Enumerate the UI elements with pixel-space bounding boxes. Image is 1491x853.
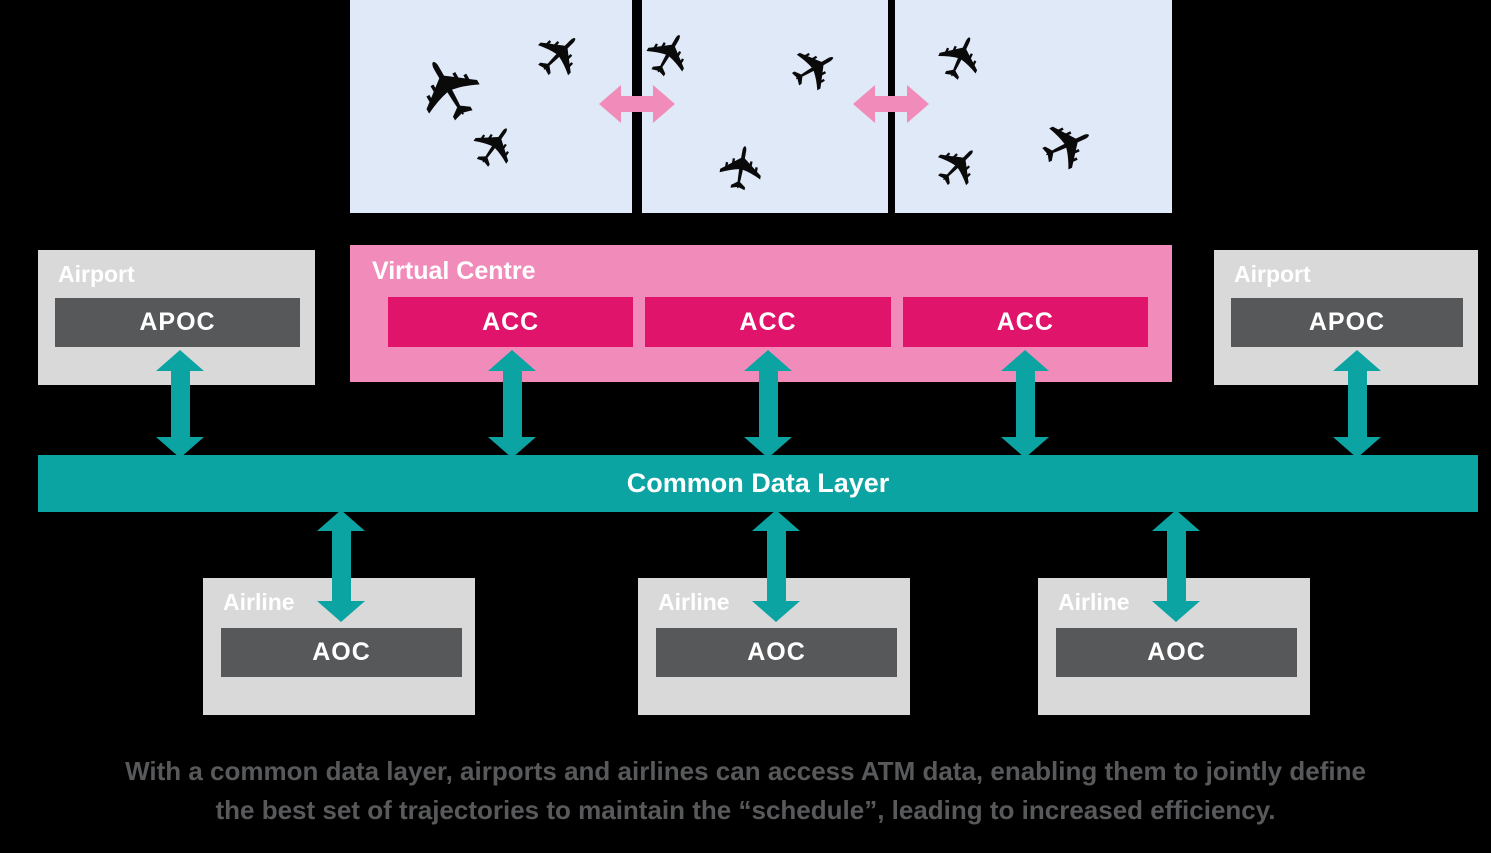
arrow-head-left — [853, 85, 875, 123]
data-link-arrow-icon — [752, 510, 800, 622]
airspace-sector-3 — [895, 0, 1172, 213]
plane-icon: ✈ — [705, 137, 781, 199]
arrow-head-up — [1001, 350, 1049, 371]
arrow-head-up — [1152, 510, 1200, 531]
airport-box-left: Airport APOC — [38, 250, 315, 385]
common-data-layer-bar: Common Data Layer — [38, 455, 1478, 512]
virtual-centre-box: Virtual Centre ACC ACC ACC — [350, 245, 1172, 382]
arrow-shaft — [502, 371, 522, 437]
arrow-shaft — [766, 531, 786, 601]
acc-box: ACC — [902, 297, 1148, 347]
arrow-shaft — [170, 371, 190, 437]
data-link-arrow-icon — [744, 350, 792, 458]
arrow-head-right — [907, 85, 929, 123]
aoc-box: AOC — [656, 628, 897, 677]
arrow-shaft — [621, 96, 653, 112]
data-link-arrow-icon — [156, 350, 204, 458]
arrow-shaft — [1347, 371, 1367, 437]
arrow-head-up — [744, 350, 792, 371]
arrow-head-right — [653, 85, 675, 123]
aoc-box: AOC — [221, 628, 462, 677]
airspace-sector-1 — [350, 0, 632, 213]
airport-box-right: Airport APOC — [1214, 250, 1478, 385]
arrow-shaft — [758, 371, 778, 437]
virtual-centre-title: Virtual Centre — [372, 257, 536, 285]
arrow-head-down — [1333, 437, 1381, 458]
arrow-head-down — [1152, 601, 1200, 622]
arrow-shaft — [331, 531, 351, 601]
sector-exchange-arrow-icon — [853, 85, 929, 123]
arrow-head-down — [488, 437, 536, 458]
sector-exchange-arrow-icon — [599, 85, 675, 123]
apoc-box: APOC — [55, 298, 300, 347]
caption-line-2: the best set of trajectories to maintain… — [215, 795, 1276, 825]
arrow-head-down — [317, 601, 365, 622]
airline-title: Airline — [223, 589, 295, 615]
arrow-head-up — [317, 510, 365, 531]
arrow-head-down — [752, 601, 800, 622]
data-link-arrow-icon — [317, 510, 365, 622]
arrow-head-down — [1001, 437, 1049, 458]
arrow-head-down — [156, 437, 204, 458]
acc-box: ACC — [645, 297, 891, 347]
arrow-head-up — [1333, 350, 1381, 371]
arrow-head-up — [488, 350, 536, 371]
airline-title: Airline — [658, 589, 730, 615]
acc-row: ACC ACC ACC — [388, 297, 1148, 347]
airspace-sector-2 — [642, 0, 888, 213]
airline-title: Airline — [1058, 589, 1130, 615]
aoc-box: AOC — [1056, 628, 1297, 677]
arrow-shaft — [1015, 371, 1035, 437]
arrow-head-up — [752, 510, 800, 531]
arrow-head-down — [744, 437, 792, 458]
apoc-box: APOC — [1231, 298, 1463, 347]
airline-box-2: Airline AOC — [638, 578, 910, 715]
arrow-head-left — [599, 85, 621, 123]
arrow-shaft — [875, 96, 907, 112]
data-link-arrow-icon — [1001, 350, 1049, 458]
caption: With a common data layer, airports and a… — [0, 752, 1491, 830]
data-link-arrow-icon — [1152, 510, 1200, 622]
arrow-shaft — [1166, 531, 1186, 601]
airline-box-1: Airline AOC — [203, 578, 475, 715]
data-link-arrow-icon — [1333, 350, 1381, 458]
caption-line-1: With a common data layer, airports and a… — [125, 756, 1366, 786]
data-link-arrow-icon — [488, 350, 536, 458]
arrow-head-up — [156, 350, 204, 371]
airport-title: Airport — [1234, 261, 1311, 287]
airport-title: Airport — [58, 261, 135, 287]
acc-box: ACC — [388, 297, 634, 347]
